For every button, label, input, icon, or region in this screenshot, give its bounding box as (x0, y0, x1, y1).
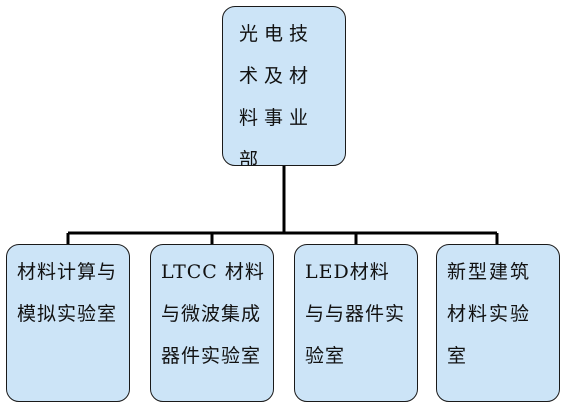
root-department-node: 光电技术及材料事业部 (222, 6, 346, 166)
lab-label-led: LED材料与与器件实验室 (305, 261, 406, 367)
lab-label-building-materials: 新型建筑材料实验室 (447, 261, 532, 367)
root-department-label: 光电技术及材料事业部 (239, 23, 315, 166)
lab-node-building-materials: 新型建筑材料实验室 (436, 244, 560, 402)
lab-node-materials-computation: 材料计算与模拟实验室 (6, 244, 130, 402)
lab-node-ltcc: LTCC 材料与微波集成器件实验室 (150, 244, 274, 402)
lab-label-materials-computation: 材料计算与模拟实验室 (17, 261, 118, 325)
lab-label-ltcc: LTCC 材料与微波集成器件实验室 (161, 261, 265, 367)
lab-node-led: LED材料与与器件实验室 (294, 244, 418, 402)
